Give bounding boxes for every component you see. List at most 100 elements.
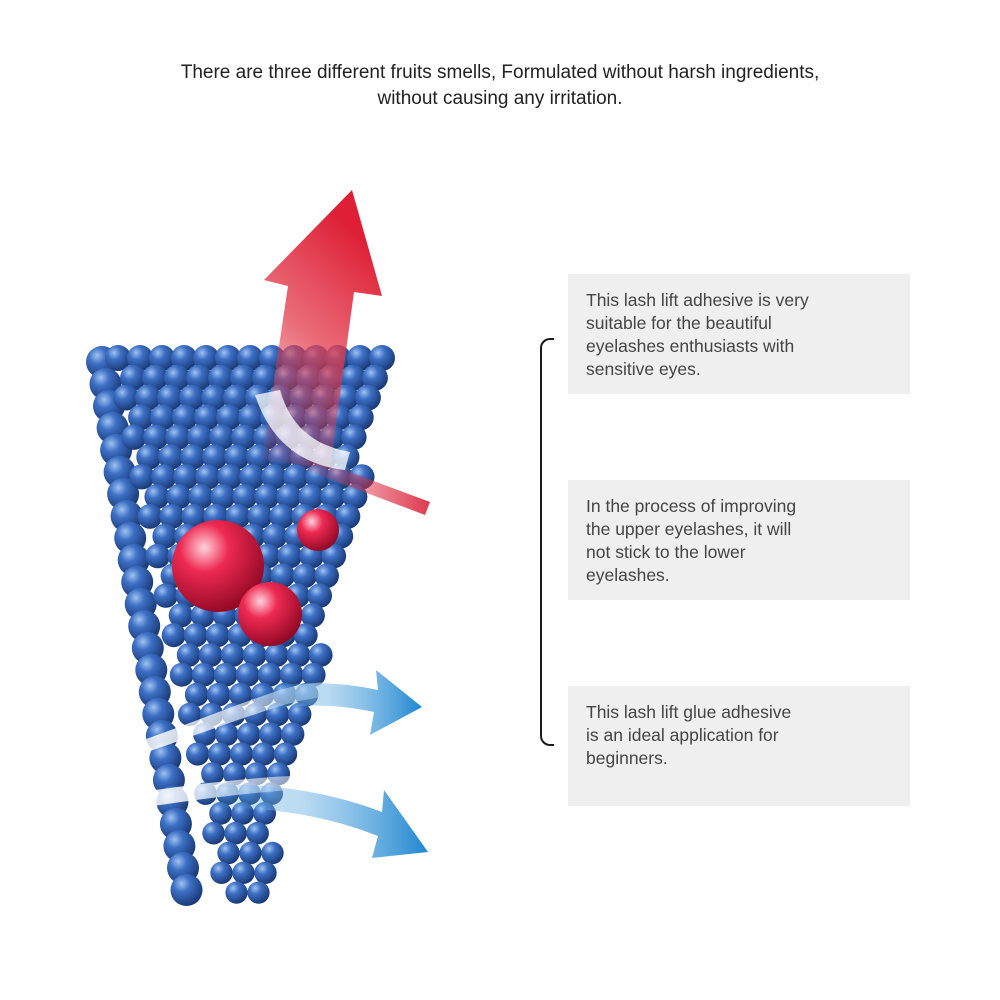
blue-sphere [270, 563, 295, 588]
blue-sphere [239, 464, 265, 490]
blue-sphere [347, 345, 373, 371]
white-stream-upper [255, 390, 350, 470]
blue-sphere [168, 603, 193, 628]
blue-sphere [205, 623, 230, 648]
blue-sphere [348, 404, 374, 431]
red-droplet-medium [238, 582, 302, 646]
blue-sphere [261, 841, 284, 865]
blue-sphere [320, 484, 346, 510]
blue-sphere [206, 682, 231, 707]
headline: There are three different fruits smells,… [0, 60, 1000, 112]
blue-sphere [128, 404, 154, 431]
blue-sphere [173, 464, 199, 490]
blue-sphere [142, 364, 168, 391]
blue-sphere [235, 662, 260, 687]
blue-sphere [228, 682, 253, 707]
feature-text-line: sensitive eyes. [586, 359, 701, 379]
blue-sphere [279, 662, 304, 687]
feature-text-line: is an ideal application for [586, 725, 779, 745]
blue-sphere [210, 861, 233, 884]
blue-arrow-icon [250, 670, 422, 735]
headline-line-1: There are three different fruits smells,… [180, 62, 820, 83]
blue-sphere [184, 682, 209, 707]
red-droplet-large [172, 520, 264, 612]
blue-sphere [209, 424, 235, 450]
blue-sphere [151, 464, 177, 490]
blue-sphere [321, 543, 347, 569]
blue-sphere [210, 484, 236, 510]
blue-sphere [288, 702, 312, 727]
blue-sphere [202, 821, 225, 845]
blue-sphere [172, 404, 198, 431]
blue-sphere [224, 444, 250, 470]
blue-sphere [178, 702, 202, 727]
feature-text-line: eyelashes enthusiasts with [586, 336, 795, 356]
blue-sphere [176, 643, 201, 667]
blue-sphere [225, 881, 248, 904]
blue-sphere [276, 484, 302, 510]
blue-sphere [252, 742, 276, 766]
blue-sphere [164, 364, 190, 391]
feature-text-line: eyelashes. [586, 565, 670, 585]
blue-sphere [217, 841, 240, 865]
blue-sphere [232, 484, 258, 510]
blue-sphere [274, 742, 298, 766]
blue-sphere [293, 623, 318, 648]
blue-sphere [341, 424, 367, 450]
blue-sphere [153, 583, 178, 608]
blue-sphere [191, 662, 216, 687]
red-droplets [172, 509, 339, 646]
blue-sphere [170, 874, 203, 906]
blue-sphere [181, 504, 207, 529]
blue-sphere [216, 404, 242, 431]
blue-sphere [121, 424, 147, 450]
blue-sphere [239, 841, 262, 865]
blue-sphere [262, 523, 288, 549]
blue-sphere [186, 364, 212, 391]
blue-sphere [314, 563, 339, 588]
blue-sphere [269, 504, 295, 529]
blue-sphere [298, 484, 324, 510]
blue-sphere [145, 543, 171, 569]
blue-sphere [283, 464, 309, 490]
blue-sphere [193, 345, 219, 371]
blue-sphere [301, 662, 326, 687]
feature-text-line: suitable for the beautiful [586, 313, 772, 333]
blue-sphere [149, 345, 175, 371]
blue-sphere [135, 384, 161, 411]
blue-sphere [105, 345, 131, 371]
bracket-divider [540, 338, 554, 746]
blue-sphere [230, 364, 256, 391]
blue-sphere [157, 384, 183, 411]
blue-sphere [223, 384, 249, 411]
blue-sphere [150, 404, 176, 431]
blue-arrow-icon [200, 784, 428, 858]
blue-sphere [201, 384, 227, 411]
blue-sphere [161, 623, 186, 648]
blue-sphere [194, 404, 220, 431]
blue-sphere [137, 504, 163, 529]
blue-sphere [238, 404, 264, 431]
blue-sphere [180, 444, 206, 470]
blue-sphere [254, 484, 280, 510]
blue-sphere [220, 643, 245, 667]
blue-sphere [292, 563, 317, 588]
blue-sphere [237, 345, 263, 371]
red-streak [285, 450, 430, 515]
blue-sphere [186, 742, 210, 766]
feature-box-no-sticking: In the process of improving the upper ey… [568, 480, 910, 600]
blue-sphere [355, 384, 381, 411]
blue-sphere [254, 861, 277, 884]
blue-sphere [308, 643, 333, 667]
blue-sphere [208, 364, 234, 391]
feature-text-line: In the process of improving [586, 496, 797, 516]
blue-sphere [188, 484, 214, 510]
blue-sphere [261, 464, 287, 490]
blue-sphere [152, 523, 178, 549]
feature-text-line: beginners. [586, 748, 668, 768]
blue-sphere [166, 484, 192, 510]
blue-sphere [257, 662, 282, 687]
white-stream-1 [0, 681, 395, 792]
blue-sphere [246, 821, 269, 845]
blue-sphere [217, 464, 243, 490]
